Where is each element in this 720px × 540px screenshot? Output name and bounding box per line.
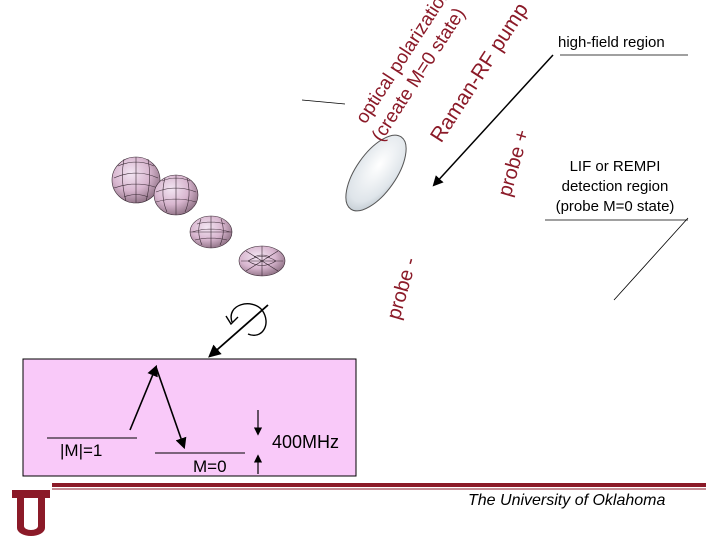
detection-region-label: LIF or REMPI detection region (probe M=0… — [538, 157, 692, 217]
probability-surface-icon — [111, 156, 286, 277]
lif-line2: detection region — [561, 178, 669, 195]
m1-label: |M|=1 — [60, 441, 103, 460]
m0-label: M=0 — [193, 457, 227, 476]
lif-line3: (probe M=0 state) — [555, 198, 675, 215]
energy-level-box — [22, 358, 357, 477]
lif-line1: LIF or REMPI — [569, 158, 661, 175]
raman-up-arrow — [129, 364, 158, 431]
frequency-label: 400MHz — [272, 432, 340, 452]
university-footer: The University of Oklahoma — [468, 492, 666, 509]
rotation-arrow-icon — [225, 303, 267, 336]
ou-logo-icon — [12, 490, 50, 536]
pump-arrow — [432, 54, 554, 187]
raman-down-arrow — [155, 366, 187, 450]
high-field-label: high-field region — [558, 34, 665, 51]
beam-disk — [345, 134, 407, 212]
footer-rule — [52, 483, 706, 487]
pointer-lines — [301, 54, 689, 301]
quantization-axis-arrow — [208, 304, 269, 358]
